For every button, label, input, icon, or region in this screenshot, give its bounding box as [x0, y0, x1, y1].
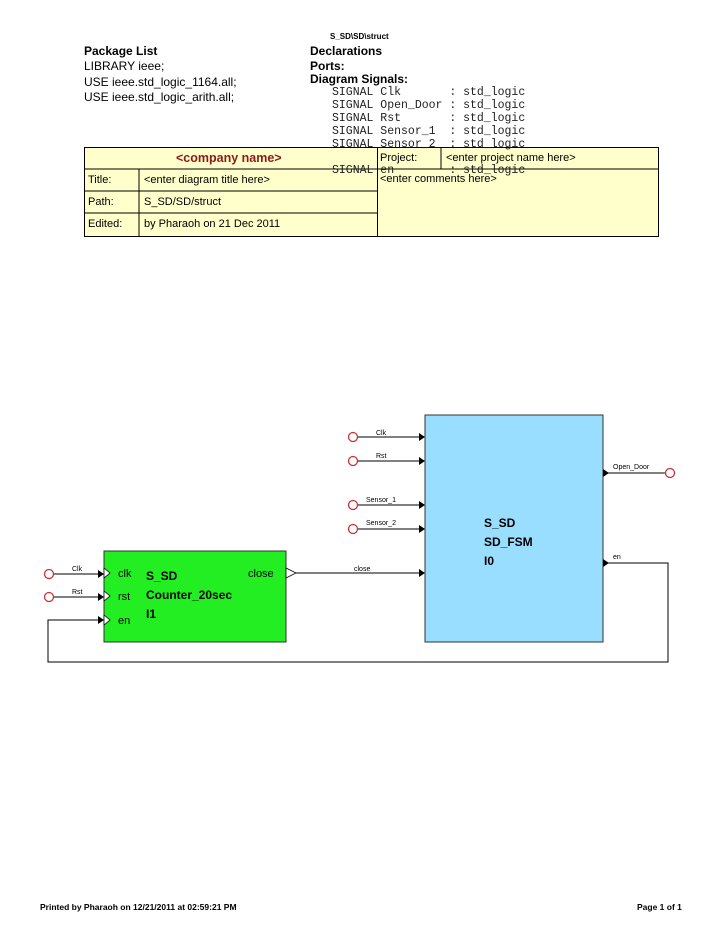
title-value[interactable]: <enter diagram title here> [144, 174, 270, 186]
fsm-block[interactable] [424, 414, 604, 643]
signal-sensor1-label: Sensor_1 [366, 497, 396, 504]
counter-port-rst: rst [118, 591, 130, 603]
path-label: Path: [88, 196, 114, 208]
counter-block[interactable] [103, 550, 287, 643]
port-sensor1-in[interactable] [347, 499, 426, 511]
counter-port-clk: clk [118, 568, 132, 580]
title-label: Title: [88, 174, 112, 186]
title-block-left [84, 147, 378, 237]
edited-value: by Pharaoh on 21 Dec 2011 [144, 218, 281, 230]
signal-line: SIGNAL Open_Door : std_logic [332, 99, 526, 112]
counter-instance: I1 [146, 607, 156, 621]
external-clk-label: Clk [72, 566, 83, 573]
project-label: Project: [380, 152, 418, 164]
ports-label: Ports: [310, 59, 345, 73]
signal-en-label: en [613, 554, 621, 561]
port-rst-counter-in[interactable] [43, 591, 105, 603]
path-value: S_SD/SD/struct [144, 196, 222, 208]
footer-page: Page 1 of 1 [637, 902, 682, 912]
port-open-door-out[interactable] [603, 467, 676, 479]
wire-en[interactable] [47, 559, 669, 663]
fsm-instance: I0 [484, 554, 494, 568]
declarations-heading: Declarations [310, 44, 383, 58]
package-list-heading: Package List [84, 44, 158, 58]
signal-line: SIGNAL Sensor_1 : std_logic [332, 125, 526, 138]
package-line: USE ieee.std_logic_1164.all; [84, 75, 237, 89]
signal-rst-label: Rst [376, 453, 387, 460]
page-header: S_SD\SD\struct [330, 32, 389, 41]
package-line: USE ieee.std_logic_arith.all; [84, 90, 235, 104]
package-line: LIBRARY ieee; [84, 59, 165, 73]
port-clk-counter-in[interactable] [43, 568, 105, 580]
title-block-right [377, 147, 659, 237]
external-rst-label: Rst [72, 589, 83, 596]
port-clk-in[interactable] [347, 431, 426, 443]
signal-line: SIGNAL Clk : std_logic [332, 86, 526, 99]
fsm-entity: SD_FSM [484, 535, 533, 549]
port-sensor2-in[interactable] [347, 523, 426, 535]
counter-entity: Counter_20sec [146, 588, 232, 602]
comments-value[interactable]: <enter comments here> [380, 173, 497, 185]
signal-line: SIGNAL en : std_logic [332, 164, 526, 177]
signal-sensor2-label: Sensor_2 [366, 520, 396, 527]
edited-label: Edited: [88, 218, 123, 230]
counter-port-en: en [118, 615, 130, 627]
footer-printed: Printed by Pharaoh on 12/21/2011 at 02:5… [40, 902, 237, 912]
project-value[interactable]: <enter project name here> [446, 152, 576, 164]
counter-port-close: close [248, 568, 274, 580]
fsm-library: S_SD [484, 516, 516, 530]
diagram-signals-label: Diagram Signals: [310, 72, 409, 86]
wire-close[interactable] [296, 569, 425, 577]
signal-clk-label: Clk [376, 430, 387, 437]
company-name: <company name> [176, 151, 282, 165]
port-rst-in[interactable] [347, 455, 426, 467]
signal-line: SIGNAL Sensor_2 : std_logic [332, 138, 526, 151]
signal-close-label: close [354, 566, 370, 573]
counter-library: S_SD [146, 569, 178, 583]
signal-line: SIGNAL Rst : std_logic [332, 112, 526, 125]
signal-open-door-label: Open_Door [613, 464, 650, 471]
